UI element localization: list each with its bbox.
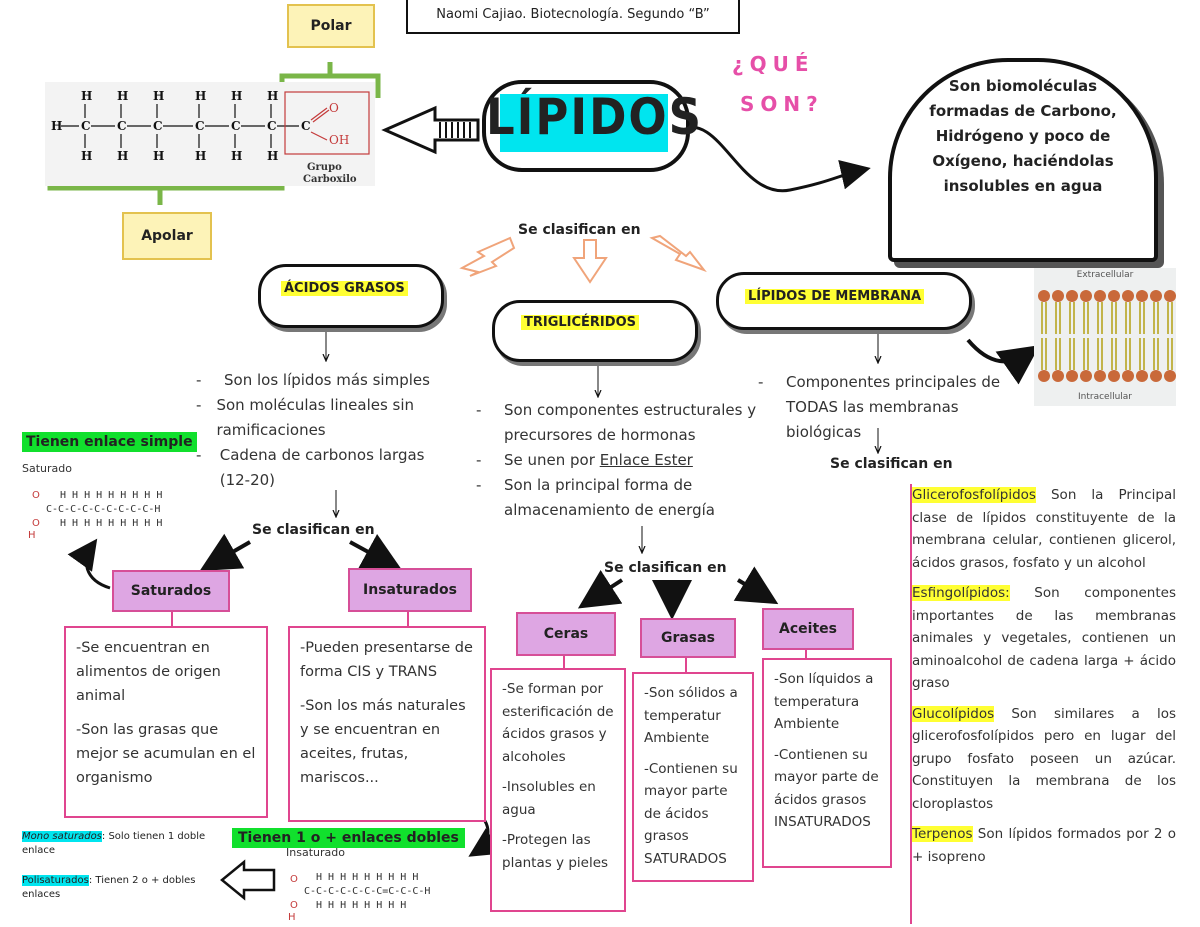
ester-bond: Enlace Ester <box>599 451 693 469</box>
classify-label-fatty: Se clasifican en <box>252 522 375 538</box>
fatty-acids-points: -Son los lípidos más simples -Son molécu… <box>196 371 430 489</box>
svg-text:H: H <box>267 149 278 163</box>
svg-text:H: H <box>231 89 242 103</box>
svg-text:C: C <box>267 119 277 133</box>
saturated-structure-image: Saturado O O H C-C-C-C-C-C-C-C-C-H H H H… <box>22 462 163 540</box>
membrane-type-item: Glicerofosfolípidos Son la Principal cla… <box>912 487 1176 571</box>
svg-text:H: H <box>28 530 36 540</box>
membrane-points: -Componentes principales de TODAS las me… <box>758 373 1001 441</box>
triglycerides-pill: TRIGLICÉRIDOS <box>492 300 698 362</box>
group-label-1: Grupo <box>307 162 342 173</box>
svg-text:H: H <box>117 89 128 103</box>
right-column-bar <box>910 484 912 924</box>
svg-text:H H H H H H H H H: H H H H H H H H H <box>316 872 418 883</box>
svg-text:C: C <box>117 119 127 133</box>
svg-text:H: H <box>267 89 278 103</box>
svg-text:H: H <box>288 912 296 922</box>
svg-text:C-C-C-C-C-C-C=C-C-C-H: C-C-C-C-C-C-C=C-C-C-H <box>304 886 430 897</box>
svg-text:C: C <box>301 119 311 133</box>
multi-bond-label: Tienen 1 o + enlaces dobles <box>232 828 465 848</box>
ceras-title: Ceras <box>516 612 616 656</box>
fatty-acids-pill: ÁCIDOS GRASOS <box>258 264 444 328</box>
title-box: LÍPIDOS <box>482 80 704 172</box>
svg-text:C-C-C-C-C-C-C-C-C-H: C-C-C-C-C-C-C-C-C-H <box>46 504 160 515</box>
triglycerides-label: TRIGLICÉRIDOS <box>521 315 639 330</box>
poli-note: Polisaturados: Tienen 2 o + dobles enlac… <box>22 875 196 900</box>
svg-text:OH: OH <box>329 133 349 147</box>
fatty-acid-molecule-image: H H C H H C H H C H H C H H C H H C H C O OH Grupo C… <box>45 82 375 186</box>
mono-note: Mono saturados: Solo tienen 1 doble enla… <box>22 831 206 856</box>
svg-text:O: O <box>32 490 40 501</box>
question-line-2: SON? <box>740 92 824 116</box>
svg-text:C: C <box>195 119 205 133</box>
hollow-arrow <box>220 859 276 901</box>
membrane-types: Glicerofosfolípidos Son la Principal cla… <box>912 484 1176 876</box>
svg-text:H H H H H H H H H: H H H H H H H H H <box>60 518 162 529</box>
svg-text:H: H <box>81 149 92 163</box>
polar-label: Polar <box>287 4 375 48</box>
svg-text:H: H <box>81 89 92 103</box>
group-label-2: Carboxilo <box>303 174 357 185</box>
definition-bubble: Son biomoléculas formadas de Carbono, Hi… <box>888 58 1158 262</box>
left-arrow <box>381 105 480 155</box>
svg-text:O: O <box>32 518 40 529</box>
membrane-lipids-pill: LÍPIDOS DE MEMBRANA <box>716 272 972 330</box>
ceras-box: -Se forman por esterificación de ácidos … <box>490 668 626 912</box>
definition-text: Son biomoléculas formadas de Carbono, Hi… <box>929 77 1117 195</box>
unsaturated-box: -Pueden presentarse de forma CIS y TRANS… <box>288 626 486 822</box>
svg-text:H: H <box>153 89 164 103</box>
grasas-box: -Son sólidos a temperatur Ambiente -Cont… <box>632 672 754 882</box>
svg-text:O: O <box>290 900 298 911</box>
svg-text:H H H H H H H H: H H H H H H H H <box>316 900 406 911</box>
question-line-1: ¿QUÉ <box>732 52 815 76</box>
classify-label-triglycerides: Se clasifican en <box>604 560 727 576</box>
title-to-definition-arrow <box>679 125 871 193</box>
svg-text:H: H <box>153 149 164 163</box>
membrane-bilayer-image: Extracellular Intracellular <box>1034 268 1176 406</box>
membrane-type-item: Terpenos Son lípidos formados por 2 o + … <box>912 826 1176 865</box>
title: LÍPIDOS <box>486 88 704 146</box>
classify-arrows <box>459 234 707 284</box>
author-box: Naomi Cajiao. Biotecnología. Segundo “B” <box>406 0 740 34</box>
grasas-title: Grasas <box>640 618 736 658</box>
svg-text:H: H <box>117 149 128 163</box>
apolar-label: Apolar <box>122 212 212 260</box>
saturated-box: -Se encuentran en alimentos de origen an… <box>64 626 268 818</box>
svg-text:H: H <box>195 89 206 103</box>
simple-bond-label: Tienen enlace simple <box>22 432 197 452</box>
aceites-title: Aceites <box>762 608 854 650</box>
unsaturated-title: Insaturados <box>348 568 472 612</box>
svg-text:O: O <box>329 101 339 115</box>
svg-text:H: H <box>195 149 206 163</box>
svg-text:C: C <box>153 119 163 133</box>
membrane-lipids-label: LÍPIDOS DE MEMBRANA <box>745 289 925 304</box>
classify-label-top: Se clasifican en <box>518 222 641 238</box>
svg-text:C: C <box>231 119 241 133</box>
triglycerides-points: -Son componentes estructurales y precurs… <box>476 401 757 519</box>
svg-text:C: C <box>81 119 91 133</box>
saturated-title: Saturados <box>112 570 230 612</box>
aceites-box: -Son líquidos a temperatura Ambiente -Co… <box>762 658 892 868</box>
svg-text:O: O <box>290 874 298 885</box>
membrane-type-item: Glucolípidos Son similares a los glicero… <box>912 705 1176 812</box>
svg-text:H: H <box>51 119 62 133</box>
fatty-acids-label: ÁCIDOS GRASOS <box>281 281 408 296</box>
unsaturated-structure-image: Insaturado O O H C-C-C-C-C-C-C=C-C-C-H H… <box>286 846 431 922</box>
membrane-type-item: Esfingolípidos: Son componentes importan… <box>912 585 1176 691</box>
svg-text:H H H H H H H H H: H H H H H H H H H <box>60 490 162 501</box>
classify-label-membrane: Se clasifican en <box>830 456 953 472</box>
svg-text:H: H <box>231 149 242 163</box>
